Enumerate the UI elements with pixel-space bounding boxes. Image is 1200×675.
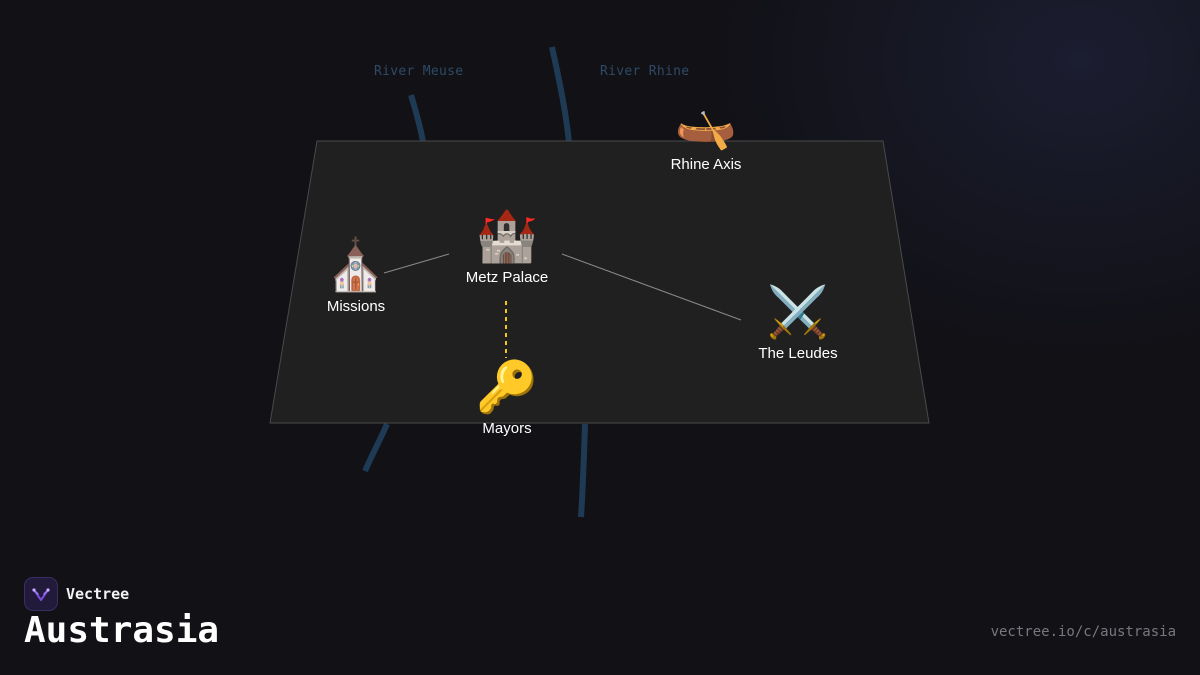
node-label: Rhine Axis bbox=[670, 156, 742, 173]
node-metz-palace[interactable]: 🏰 Metz Palace bbox=[466, 207, 549, 286]
river-meuse-upper bbox=[408, 94, 426, 143]
link-metz-leudes bbox=[561, 253, 742, 321]
node-label: The Leudes bbox=[758, 345, 838, 362]
node-label: Mayors bbox=[482, 420, 532, 437]
node-rhine-axis[interactable]: 🛶 Rhine Axis bbox=[671, 94, 742, 173]
node-the-leudes[interactable]: ⚔️ The Leudes bbox=[758, 283, 837, 362]
node-missions[interactable]: ⛪ Missions bbox=[325, 236, 387, 315]
river-meuse-lower bbox=[362, 422, 390, 473]
link-metz-missions bbox=[383, 253, 450, 274]
church-icon: ⛪ bbox=[324, 236, 388, 294]
castle-icon: 🏰 bbox=[475, 207, 539, 265]
key-icon: 🔑 bbox=[475, 358, 539, 416]
river-rhine-upper bbox=[549, 46, 572, 143]
brand[interactable]: Vectree bbox=[24, 577, 129, 611]
crossed-swords-icon: ⚔️ bbox=[766, 283, 830, 341]
vectree-logo-icon bbox=[24, 577, 58, 611]
river-rhine-lower bbox=[578, 423, 588, 518]
page-url[interactable]: vectree.io/c/austrasia bbox=[990, 624, 1176, 640]
canoe-icon: 🛶 bbox=[674, 94, 738, 152]
brand-name: Vectree bbox=[66, 585, 130, 603]
territory-plate bbox=[269, 140, 930, 424]
river-label-meuse: River Meuse bbox=[374, 64, 464, 79]
node-mayors[interactable]: 🔑 Mayors bbox=[476, 358, 538, 437]
river-label-rhine: River Rhine bbox=[600, 64, 690, 79]
page-title: Austrasia bbox=[24, 610, 220, 651]
node-label: Metz Palace bbox=[465, 269, 549, 286]
node-label: Missions bbox=[326, 298, 386, 315]
